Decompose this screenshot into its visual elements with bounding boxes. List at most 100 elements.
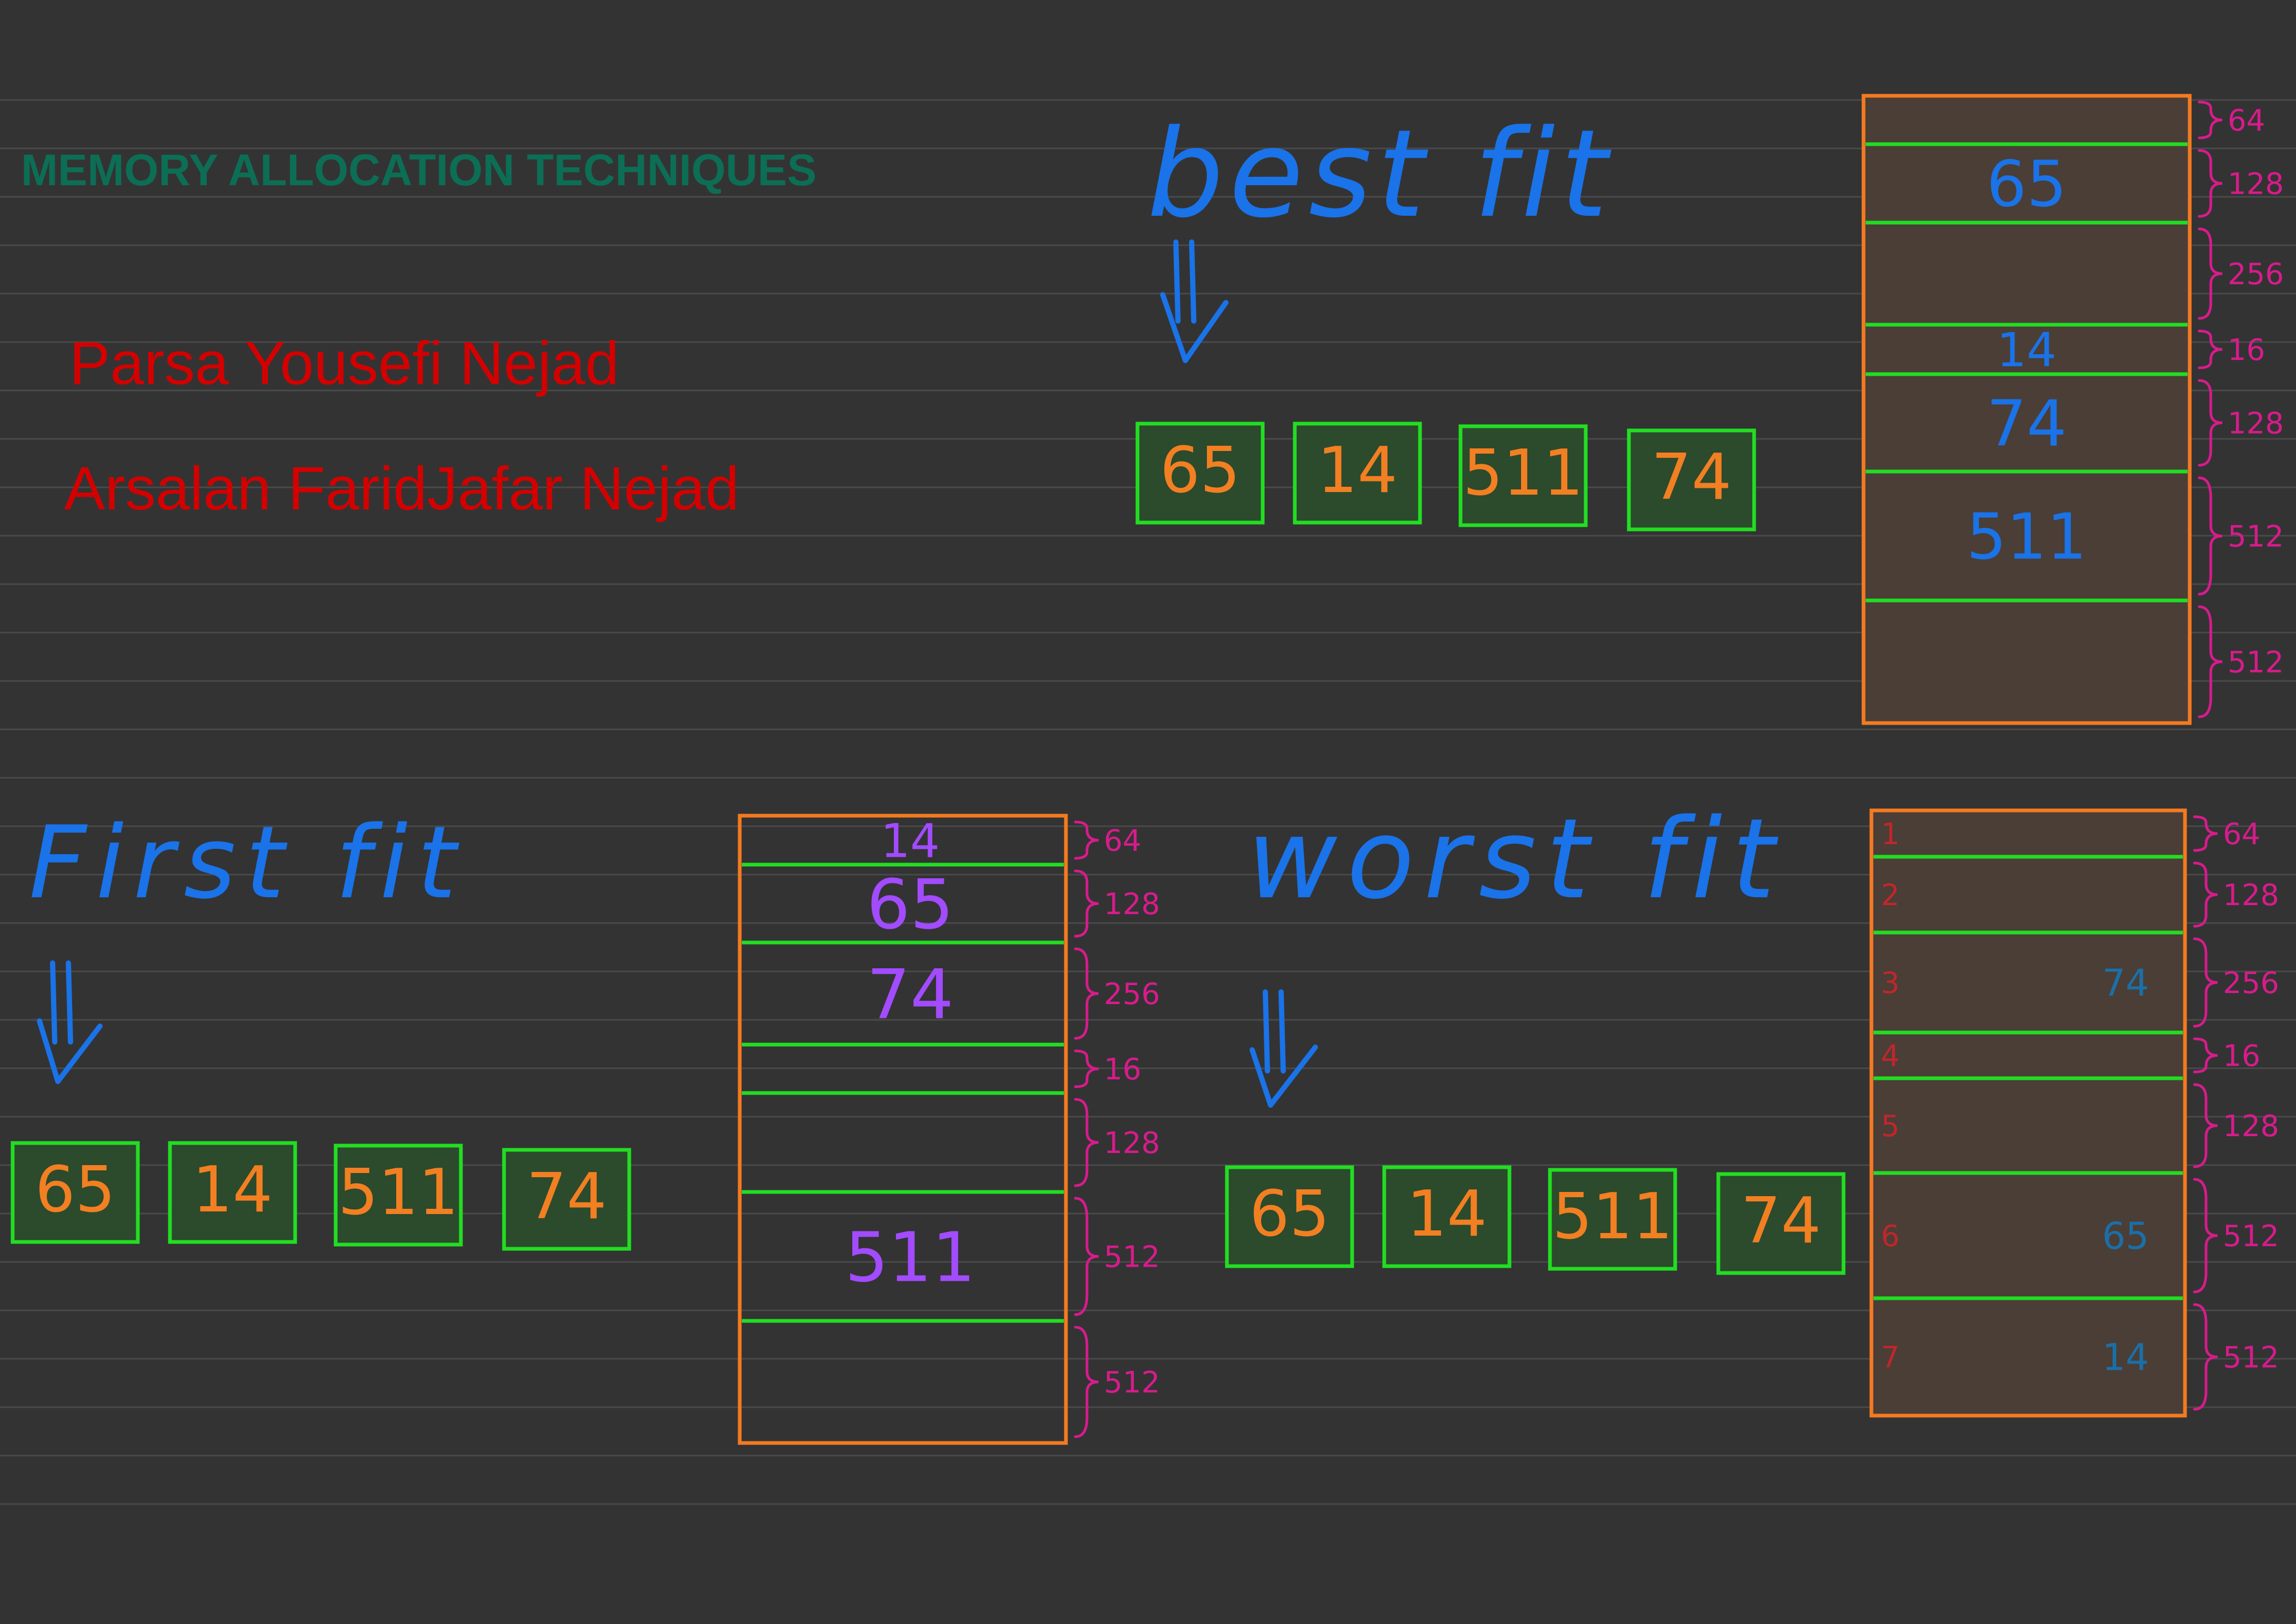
partition-size-label: 512 xyxy=(1104,1366,1160,1400)
memory-partition: 128 65 xyxy=(867,865,1160,945)
curly-brace-icon xyxy=(2198,329,2223,369)
partition-size-label: 512 xyxy=(2228,646,2284,680)
partition-size-label: 512 xyxy=(1104,1240,1160,1275)
partition-size-label: 256 xyxy=(2223,966,2279,1000)
curly-brace-icon xyxy=(1074,1326,1099,1438)
memory-partition: 512 6 65 xyxy=(1881,1178,2279,1294)
curly-brace-icon xyxy=(2193,815,2218,852)
double-down-arrow-icon xyxy=(37,960,103,1084)
partition-index: 6 xyxy=(1881,1219,1900,1254)
allocated-process: 74 xyxy=(1987,388,2067,461)
double-down-arrow-icon xyxy=(1250,989,1318,1108)
curly-brace-icon xyxy=(1074,820,1099,860)
curly-brace-icon xyxy=(2193,1037,2218,1074)
partition-size-label: 128 xyxy=(2228,167,2284,202)
partition-size-label: 16 xyxy=(2228,333,2265,367)
partition-index: 1 xyxy=(1881,817,1900,851)
memory-partition: 512 xyxy=(2198,605,2284,718)
request-size: 14 xyxy=(1317,434,1398,507)
curly-brace-icon xyxy=(2198,101,2223,139)
partition-size-label: 64 xyxy=(2223,817,2260,851)
section-heading-best-fit: best fit xyxy=(1147,104,1613,245)
partition-size-label: 16 xyxy=(1104,1052,1141,1087)
author-name: Arsalan FaridJafar Nejad xyxy=(64,454,739,523)
partition-index: 5 xyxy=(1881,1109,1900,1144)
memory-partition: 128 74 xyxy=(1987,379,2284,467)
curly-brace-icon xyxy=(2198,227,2223,320)
author-name: Parsa Yousefi Nejad xyxy=(69,329,619,397)
partition-size-label: 128 xyxy=(2228,407,2284,441)
memory-outline xyxy=(1861,94,2192,725)
request-queue-first-fit: 65 14 511 74 xyxy=(11,1141,631,1251)
memory-partition: 128 xyxy=(1074,1098,1160,1187)
partition-size-label: 512 xyxy=(2223,1341,2279,1375)
curly-brace-icon xyxy=(1074,1098,1099,1187)
partition-size-label: 256 xyxy=(2228,257,2284,292)
curly-brace-icon xyxy=(2193,861,2218,928)
request-box: 14 xyxy=(1293,422,1422,525)
curly-brace-icon xyxy=(2193,1303,2218,1411)
partition-size-label: 16 xyxy=(2223,1039,2260,1074)
curly-brace-icon xyxy=(2198,605,2223,718)
memory-outline xyxy=(738,814,1068,1445)
request-queue-best-fit: 65 14 511 74 xyxy=(1135,422,1756,532)
partition-index: 7 xyxy=(1881,1341,1900,1375)
memory-outline xyxy=(1869,808,2187,1418)
request-size: 14 xyxy=(193,1154,273,1227)
double-down-arrow-icon xyxy=(1160,239,1228,363)
partition-index: 4 xyxy=(1881,1039,1900,1074)
request-size: 74 xyxy=(527,1160,607,1234)
curly-brace-icon xyxy=(1074,1049,1099,1088)
partition-size-label: 128 xyxy=(2223,878,2279,913)
allocated-process: 65 xyxy=(867,865,953,945)
partition-size-label: 512 xyxy=(2223,1219,2279,1254)
curly-brace-icon xyxy=(2198,476,2223,596)
allocated-process: 14 xyxy=(2102,1336,2149,1379)
request-box: 511 xyxy=(334,1144,463,1247)
partition-size-label: 128 xyxy=(1104,887,1160,921)
memory-partition: 256 xyxy=(2198,227,2284,320)
memory-partition: 512 511 xyxy=(845,1197,1160,1316)
partition-size-label: 64 xyxy=(1104,824,1141,858)
request-size: 65 xyxy=(1250,1178,1330,1251)
allocated-process: 74 xyxy=(867,955,953,1035)
request-size: 511 xyxy=(1552,1180,1673,1254)
memory-partition: 64 xyxy=(2198,101,2265,139)
section-heading-worst-fit: worst fit xyxy=(1247,795,1785,924)
request-box: 65 xyxy=(11,1141,140,1244)
partition-size-label: 64 xyxy=(2228,104,2265,138)
section-heading-first-fit: First fit xyxy=(29,805,466,921)
request-size: 65 xyxy=(35,1154,116,1227)
curly-brace-icon xyxy=(2198,149,2223,218)
allocated-process: 14 xyxy=(881,814,940,868)
request-box: 74 xyxy=(1716,1172,1846,1275)
curly-brace-icon xyxy=(2193,1083,2218,1168)
request-size: 74 xyxy=(1651,441,1732,514)
request-size: 65 xyxy=(1160,434,1241,507)
request-size: 74 xyxy=(1741,1185,1821,1258)
request-box: 74 xyxy=(502,1148,631,1251)
curly-brace-icon xyxy=(1074,1197,1099,1316)
request-size: 511 xyxy=(338,1156,458,1229)
memory-partition: 16 xyxy=(1074,1049,1141,1088)
curly-brace-icon xyxy=(1074,869,1099,938)
allocated-process: 511 xyxy=(845,1217,975,1297)
curly-brace-icon xyxy=(2193,1178,2218,1294)
partition-size-label: 128 xyxy=(1104,1126,1160,1160)
allocated-process: 74 xyxy=(2102,961,2149,1005)
memory-partition: 64 14 xyxy=(881,814,1141,868)
allocated-process: 65 xyxy=(2102,1215,2149,1258)
request-size: 511 xyxy=(1463,437,1583,510)
